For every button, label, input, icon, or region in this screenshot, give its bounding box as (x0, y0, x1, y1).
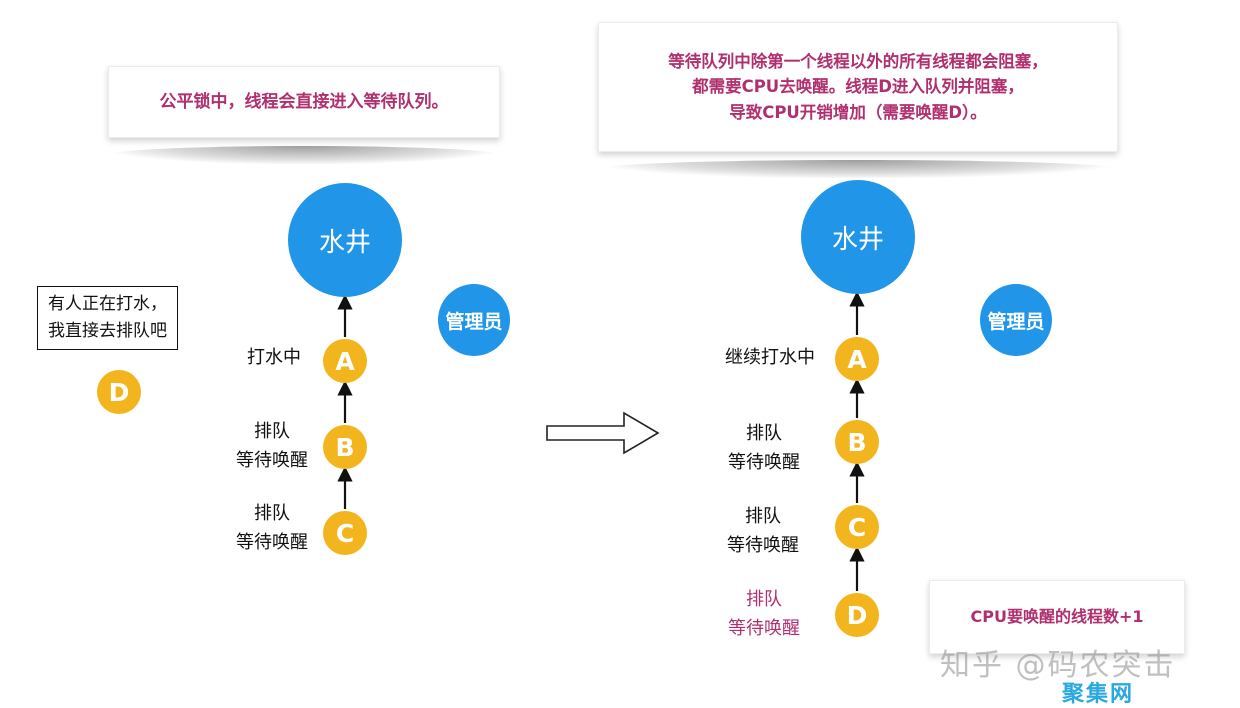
left-node-b-caption: 排队 等待唤醒 (226, 418, 318, 476)
right-node-d-caption-1: 排队 (746, 589, 782, 610)
left-newcomer-d-node: D (97, 370, 141, 414)
left-well-label: 水井 (318, 227, 371, 258)
right-node-d-caption: 排队 等待唤醒 (718, 586, 810, 644)
right-cpu-cost-note: 等待队列中除第一个线程以外的所有线程都会阻塞， 都需要CPU去唤醒。线程D进入队… (598, 22, 1118, 152)
left-well-node: 水井 (288, 183, 402, 297)
left-speech-line-2: 我直接去排队吧 (48, 321, 167, 342)
left-node-a-caption-1: 打水中 (247, 347, 301, 368)
right-node-c-caption-1: 排队 (745, 506, 781, 527)
left-node-c-caption: 排队 等待唤醒 (226, 500, 318, 558)
right-node-b-caption-2: 等待唤醒 (728, 451, 800, 473)
right-node-a-caption-1: 继续打水中 (725, 347, 815, 368)
right-node-d-caption-2: 等待唤醒 (728, 617, 800, 639)
left-speech-line-1: 有人正在打水， (48, 294, 167, 314)
left-note-text: 公平锁中，线程会直接进入等待队列。 (159, 91, 449, 112)
right-node-d: D (835, 593, 879, 637)
right-manager-label: 管理员 (987, 310, 1045, 333)
left-node-a-letter: A (335, 346, 355, 376)
transition-arrow (546, 411, 660, 455)
watermark-site-text: 聚集网 (1062, 682, 1135, 707)
left-node-c-caption-2: 等待唤醒 (236, 531, 308, 553)
right-node-a-letter: A (847, 344, 867, 374)
watermark-zhihu: 知乎 @码农突击 (940, 640, 1176, 684)
right-node-c-letter: C (847, 512, 867, 542)
left-note-shadow (108, 146, 500, 164)
right-node-b-caption-1: 排队 (746, 423, 782, 444)
right-node-b-caption: 排队 等待唤醒 (718, 420, 810, 478)
right-cpu-wakeup-text: CPU要唤醒的线程数+1 (970, 606, 1144, 626)
right-node-d-letter: D (846, 600, 868, 630)
left-node-b-caption-1: 排队 (254, 421, 290, 442)
left-newcomer-d-label: D (108, 377, 130, 407)
left-node-c-caption-1: 排队 (254, 503, 290, 524)
right-note-line-2: 都需要CPU去唤醒。线程D进入队列并阻塞， (692, 77, 1024, 97)
right-node-c: C (835, 505, 879, 549)
right-note-line-1: 等待队列中除第一个线程以外的所有线程都会阻塞， (668, 51, 1048, 71)
right-node-b-letter: B (847, 427, 867, 457)
left-fairness-note: 公平锁中，线程会直接进入等待队列。 (108, 66, 500, 138)
left-node-b-caption-2: 等待唤醒 (236, 449, 308, 471)
left-speech-box: 有人正在打水， 我直接去排队吧 (37, 286, 178, 351)
watermark-text: 知乎 @码农突击 (940, 648, 1176, 683)
left-node-b-letter: B (335, 432, 355, 462)
right-well-node: 水井 (801, 180, 915, 294)
left-node-a-caption: 打水中 (236, 344, 312, 373)
right-note-line-3: 导致CPU开销增加（需要唤醒D）。 (729, 102, 987, 122)
right-note-shadow (598, 160, 1118, 178)
left-node-a: A (323, 339, 367, 383)
left-node-b: B (323, 425, 367, 469)
right-node-a-caption: 继续打水中 (715, 344, 825, 373)
watermark-site: 聚集网 (1062, 676, 1134, 708)
right-node-c-caption: 排队 等待唤醒 (717, 503, 809, 561)
right-node-b: B (835, 420, 879, 464)
left-node-c-letter: C (335, 518, 355, 548)
right-cpu-wakeup-note: CPU要唤醒的线程数+1 (929, 580, 1185, 654)
right-node-a: A (835, 337, 879, 381)
right-well-label: 水井 (831, 224, 884, 255)
left-node-c: C (323, 511, 367, 555)
left-manager-node: 管理员 (438, 284, 510, 356)
left-manager-label: 管理员 (445, 310, 503, 333)
right-manager-node: 管理员 (980, 284, 1052, 356)
right-node-c-caption-2: 等待唤醒 (727, 534, 799, 556)
